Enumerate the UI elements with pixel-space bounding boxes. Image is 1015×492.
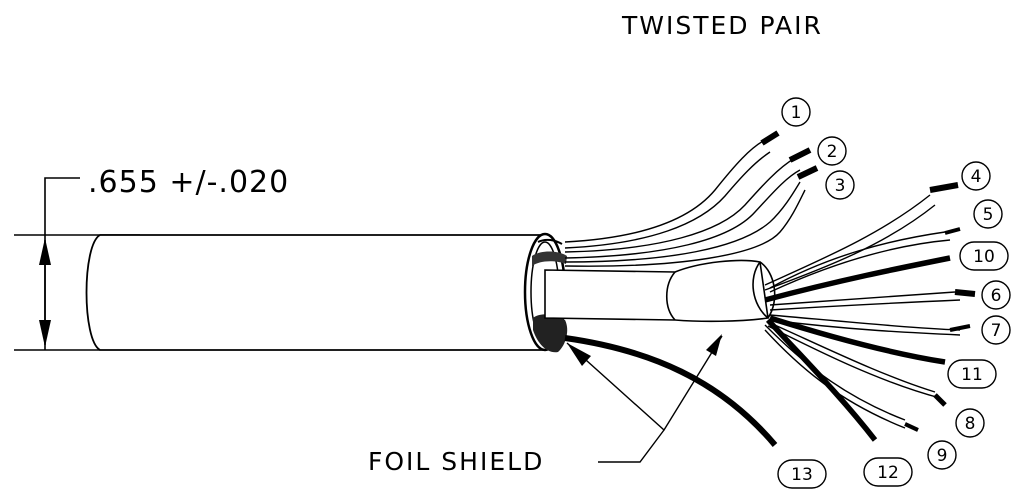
drain-wire bbox=[564, 335, 778, 447]
callout-10: 10 bbox=[959, 241, 1009, 271]
svg-text:11: 11 bbox=[961, 365, 983, 385]
svg-text:10: 10 bbox=[973, 247, 995, 267]
foil-shield-label: FOIL SHIELD bbox=[368, 447, 544, 476]
callout-5: 5 bbox=[973, 199, 1003, 229]
svg-text:6: 6 bbox=[991, 286, 1002, 306]
callout-6: 6 bbox=[981, 280, 1011, 310]
arrowhead-bottom bbox=[39, 320, 51, 347]
svg-text:3: 3 bbox=[835, 176, 846, 196]
callout-1: 1 bbox=[781, 97, 811, 127]
svg-text:12: 12 bbox=[877, 463, 899, 483]
foil-shield-bundle bbox=[544, 259, 776, 323]
callout-7: 7 bbox=[981, 315, 1011, 345]
wires-top bbox=[564, 130, 819, 267]
svg-text:9: 9 bbox=[937, 446, 948, 466]
svg-text:8: 8 bbox=[965, 414, 976, 434]
cable-jacket bbox=[85, 232, 568, 353]
callout-3: 3 bbox=[825, 170, 855, 200]
arrowhead-top bbox=[39, 238, 51, 265]
callout-8: 8 bbox=[955, 408, 985, 438]
callout-12: 12 bbox=[863, 457, 913, 487]
callout-9: 9 bbox=[927, 440, 957, 470]
callout-4: 4 bbox=[961, 161, 991, 191]
svg-text:4: 4 bbox=[971, 167, 982, 187]
svg-text:5: 5 bbox=[983, 205, 994, 225]
title-twisted-pair: TWISTED PAIR bbox=[621, 11, 823, 40]
wires-right bbox=[764, 182, 976, 442]
svg-text:2: 2 bbox=[827, 142, 838, 162]
callout-11: 11 bbox=[947, 359, 997, 389]
svg-text:1: 1 bbox=[791, 103, 802, 123]
svg-text:7: 7 bbox=[991, 321, 1002, 341]
callout-2: 2 bbox=[817, 136, 847, 166]
foil-shield-callout: FOIL SHIELD bbox=[368, 334, 723, 476]
dimension-text: .655 +/-.020 bbox=[88, 165, 289, 200]
svg-text:13: 13 bbox=[791, 465, 813, 485]
callout-13: 13 bbox=[777, 459, 827, 489]
dimension-group: .655 +/-.020 bbox=[14, 165, 289, 351]
